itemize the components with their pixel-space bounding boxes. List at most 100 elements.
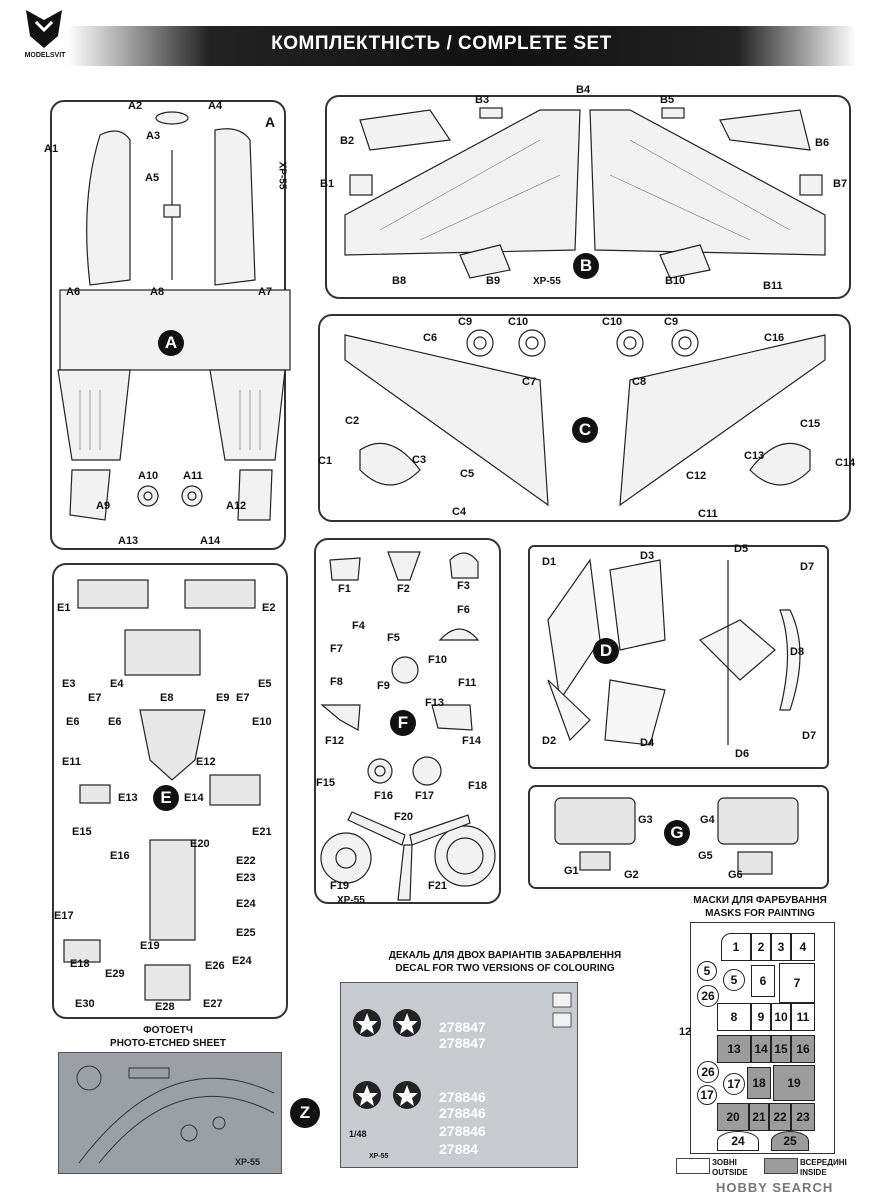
part-label: C7 xyxy=(522,376,537,388)
part-label: E9 xyxy=(216,692,230,704)
decal-serial: 278847 xyxy=(439,1035,486,1051)
sprue-f-letter: F xyxy=(390,710,416,736)
page-title: КОМПЛЕКТНІСТЬ / COMPLETE SET xyxy=(271,33,612,54)
part-label: E14 xyxy=(184,792,204,804)
part-label: A4 xyxy=(208,100,223,112)
mask-cell: 8 xyxy=(717,1003,751,1031)
part-label: F15 xyxy=(316,777,335,789)
decal-code: XP-55 xyxy=(369,1153,389,1160)
part-label: C3 xyxy=(412,454,427,466)
part-label: C15 xyxy=(800,418,821,430)
mask-cell: 21 xyxy=(749,1103,769,1131)
part-label: E6 xyxy=(108,716,122,728)
part-label: E7 xyxy=(236,692,250,704)
decal-scale: 1/48 xyxy=(349,1129,367,1139)
masks-title-ua: МАСКИ ДЛЯ ФАРБУВАННЯ xyxy=(693,895,827,906)
sprue-code: XP-55 xyxy=(533,276,561,287)
sprue-b-letter: B xyxy=(573,253,599,279)
sprue-c-letter: C xyxy=(572,417,598,443)
part-label: C11 xyxy=(698,508,718,520)
part-label: A5 xyxy=(145,172,160,184)
legend-inside-en: INSIDE xyxy=(800,1168,827,1177)
part-label: B8 xyxy=(392,275,407,287)
part-label: C13 xyxy=(744,450,765,462)
part-label: D2 xyxy=(542,735,557,747)
legend-inside-swatch xyxy=(764,1158,798,1174)
mask-cell: 24 xyxy=(717,1131,759,1151)
part-label: C5 xyxy=(460,468,475,480)
part-label: B1 xyxy=(320,178,335,190)
part-label: G6 xyxy=(728,869,743,881)
mask-cell: 25 xyxy=(771,1131,809,1151)
header-bar xyxy=(68,26,856,66)
mask-cell: 22 xyxy=(769,1103,791,1131)
part-label: C2 xyxy=(345,415,360,427)
mask-cell: 3 xyxy=(771,933,791,961)
part-label: E23 xyxy=(236,872,256,884)
sprue-e-letter: E xyxy=(153,785,179,811)
part-label: F1 xyxy=(338,583,351,595)
part-label: B6 xyxy=(815,137,830,149)
part-label: F12 xyxy=(325,735,344,747)
watermark: HOBBY SEARCH xyxy=(716,1180,834,1195)
part-label: E13 xyxy=(118,792,138,804)
part-label: C9 xyxy=(458,316,473,328)
part-label: F6 xyxy=(457,604,470,616)
part-label: F21 xyxy=(428,880,447,892)
part-label: E1 xyxy=(57,602,71,614)
part-label: G2 xyxy=(624,869,639,881)
part-label: F20 xyxy=(394,811,413,823)
part-label: E17 xyxy=(54,910,74,922)
part-label: F10 xyxy=(428,654,447,666)
part-label: B9 xyxy=(486,275,501,287)
part-label: B10 xyxy=(665,275,686,287)
sprue-tag: A xyxy=(265,114,276,130)
mask-cell: 17 xyxy=(697,1085,717,1105)
part-label: F13 xyxy=(425,697,444,709)
sprue-g-letter: G xyxy=(664,820,690,846)
part-label: C8 xyxy=(632,376,647,388)
part-label: B5 xyxy=(660,94,675,106)
mask-cell: 2 xyxy=(751,933,771,961)
mask-cell: 26 xyxy=(697,985,719,1007)
mask-cell: 5 xyxy=(697,961,717,981)
part-label: E11 xyxy=(62,756,81,768)
masks-title-en: MASKS FOR PAINTING xyxy=(705,908,815,919)
part-label: A2 xyxy=(128,100,143,112)
part-label: C6 xyxy=(423,332,438,344)
decal-serial: 278846 xyxy=(439,1089,486,1105)
photo-etched-sheet: XP-55 xyxy=(58,1052,282,1174)
part-label: E18 xyxy=(70,958,90,970)
part-label: F7 xyxy=(330,643,343,655)
photo-etched-code: XP-55 xyxy=(235,1157,261,1167)
part-label: F14 xyxy=(462,735,481,747)
mask-cell: 12 xyxy=(679,1026,692,1038)
mask-cell: 5 xyxy=(723,969,745,991)
mask-sheet: 1 2 3 4 5 5 6 7 8 9 10 11 12 13 14 15 16… xyxy=(679,922,835,1154)
part-label: E4 xyxy=(110,678,124,690)
part-label: E3 xyxy=(62,678,76,690)
part-label: E20 xyxy=(190,838,210,850)
mask-cell: 17 xyxy=(723,1073,745,1095)
mask-cell: 14 xyxy=(751,1035,771,1063)
part-label: F9 xyxy=(377,680,390,692)
part-label: D5 xyxy=(734,543,749,555)
part-label: F18 xyxy=(468,780,487,792)
part-label: F2 xyxy=(397,583,410,595)
legend-inside-ua: ВСЕРЕДИНІ xyxy=(800,1158,847,1167)
mask-cell: 4 xyxy=(791,933,815,961)
sprue-a-letter: A xyxy=(158,330,184,356)
decal-serial: 278847 xyxy=(439,1019,486,1035)
part-label: F19 xyxy=(330,880,349,892)
decal-serial: 278846 xyxy=(439,1105,486,1121)
part-label: E2 xyxy=(262,602,276,614)
decal-serial: 27884 xyxy=(439,1141,478,1157)
part-label: A7 xyxy=(258,286,273,298)
part-label: E28 xyxy=(155,1001,175,1013)
part-label: D3 xyxy=(640,550,655,562)
